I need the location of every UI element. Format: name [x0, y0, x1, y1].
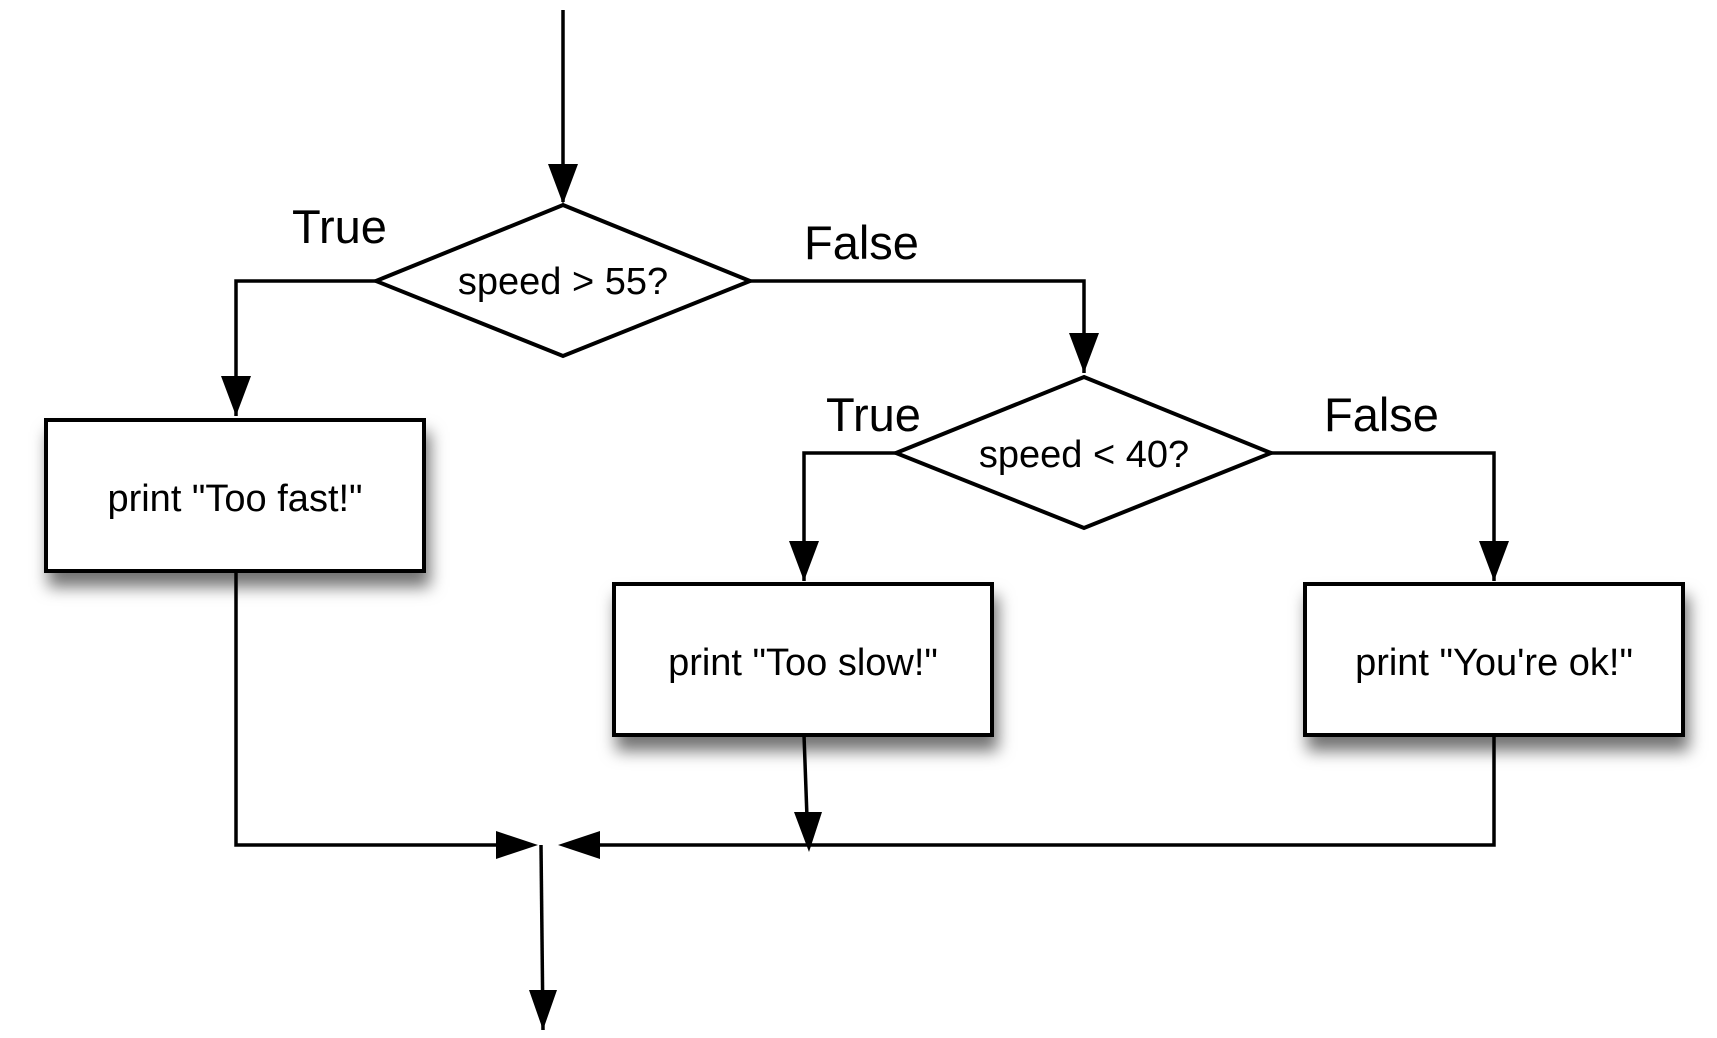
decision-speed-high-diamond — [370, 202, 756, 359]
process-too-slow-label: print "Too slow!" — [668, 642, 938, 684]
decision-speed-high-label: speed > 55? — [458, 261, 668, 303]
entry-arrowhead — [548, 164, 578, 204]
ok-merge-edge — [566, 735, 1496, 847]
low-false-arrowhead — [1479, 541, 1509, 581]
low-true-label: True — [826, 388, 921, 441]
high-true-edge — [234, 279, 376, 416]
low-true-edge — [802, 451, 896, 581]
process-ok-box — [1303, 582, 1685, 737]
process-too-fast-box — [44, 418, 426, 573]
low-false-label: False — [1324, 388, 1439, 441]
ok-merge-arrowhead — [558, 831, 600, 859]
high-false-label: False — [804, 216, 919, 269]
high-true-label: True — [292, 200, 387, 253]
high-false-arrowhead — [1069, 333, 1099, 373]
decision-speed-low-diamond — [890, 374, 1277, 531]
process-ok-label: print "You're ok!" — [1355, 642, 1633, 684]
process-too-fast-label: print "Too fast!" — [107, 478, 362, 520]
high-true-arrowhead — [221, 376, 251, 416]
too-fast-merge-arrowhead — [496, 831, 538, 859]
too-slow-merge-arrowhead — [794, 812, 822, 852]
too-fast-merge-edge — [234, 570, 530, 847]
process-too-slow-box — [612, 582, 994, 737]
exit-arrowhead — [529, 990, 557, 1030]
decision-speed-low-label: speed < 40? — [979, 434, 1189, 476]
low-false-edge — [1271, 451, 1496, 581]
high-false-edge — [750, 279, 1086, 373]
low-true-arrowhead — [789, 541, 819, 581]
